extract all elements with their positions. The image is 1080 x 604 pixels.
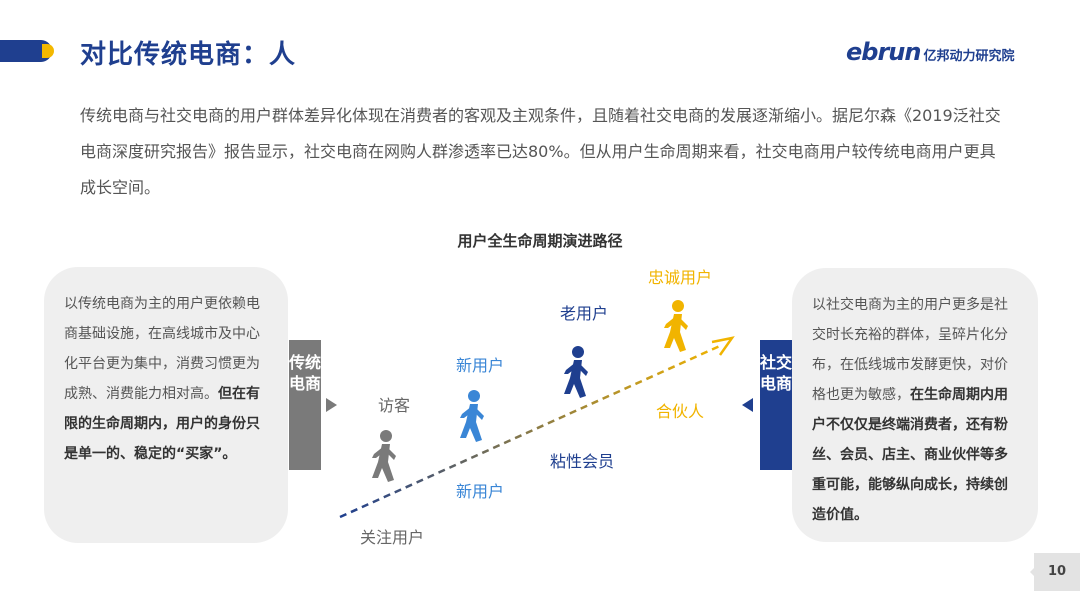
person-new-user-icon bbox=[460, 390, 484, 442]
page-title: 对比传统电商：人 bbox=[80, 40, 297, 70]
stage-partner: 合伙人 bbox=[656, 402, 705, 421]
stage-new-user-bottom: 新用户 bbox=[456, 482, 505, 501]
person-visitor-icon bbox=[372, 430, 396, 482]
logo-wordmark: ebrun bbox=[846, 38, 921, 66]
stage-visitor: 访客 bbox=[378, 396, 411, 415]
traditional-ecommerce-description: 以传统电商为主的用户更依赖电商基础设施，在高线城市及中心化平台更为集中，消费习惯… bbox=[44, 267, 288, 543]
intro-paragraph: 传统电商与社交电商的用户群体差异化体现在消费者的客观及主观条件，且随着社交电商的… bbox=[80, 106, 1001, 197]
ebrun-logo: ebrun 亿邦动力研究院 bbox=[846, 38, 1014, 68]
diagram-title: 用户全生命周期演进路径 bbox=[457, 232, 623, 250]
stage-loyal-user: 忠诚用户 bbox=[648, 268, 713, 287]
stage-old-user: 老用户 bbox=[560, 304, 609, 323]
right-box-bold-text: 在生命周期内用户不仅仅是终端消费者，还有粉丝、会员、店主、商业伙伴等多重可能，能… bbox=[812, 387, 1008, 523]
stage-new-user-top: 新用户 bbox=[456, 356, 505, 375]
person-old-user-icon bbox=[564, 346, 588, 398]
page-number-tab-icon bbox=[1030, 566, 1036, 578]
left-box-text: 以传统电商为主的用户更依赖电商基础设施，在高线城市及中心化平台更为集中，消费习惯… bbox=[64, 296, 260, 402]
right-box-text: 以社交电商为主的用户更多是社交时长充裕的群体，呈碎片化分布，在低线城市发酵更快，… bbox=[812, 297, 1008, 403]
social-ecommerce-description: 以社交电商为主的用户更多是社交时长充裕的群体，呈碎片化分布，在低线城市发酵更快，… bbox=[792, 268, 1038, 542]
left-box-bold-text: 但在有限的生命周期内，用户的身份只是单一的、稳定的“买家”。 bbox=[64, 386, 260, 462]
title-accent-bar bbox=[0, 40, 52, 62]
arrow-head-icon bbox=[711, 336, 735, 356]
stage-sticky-member: 粘性会员 bbox=[550, 452, 615, 471]
logo-subtitle: 亿邦动力研究院 bbox=[923, 49, 1015, 64]
triangle-right-icon bbox=[326, 398, 337, 412]
growth-path-arrow bbox=[339, 343, 723, 519]
page-number: 10 bbox=[1034, 553, 1080, 591]
social-ecommerce-label: 社交电商 bbox=[760, 340, 792, 470]
traditional-ecommerce-label: 传统电商 bbox=[289, 340, 321, 470]
triangle-left-icon bbox=[742, 398, 753, 412]
stage-follower: 关注用户 bbox=[360, 528, 425, 547]
person-loyal-user-icon bbox=[664, 300, 688, 352]
title-accent-dot bbox=[42, 44, 54, 58]
